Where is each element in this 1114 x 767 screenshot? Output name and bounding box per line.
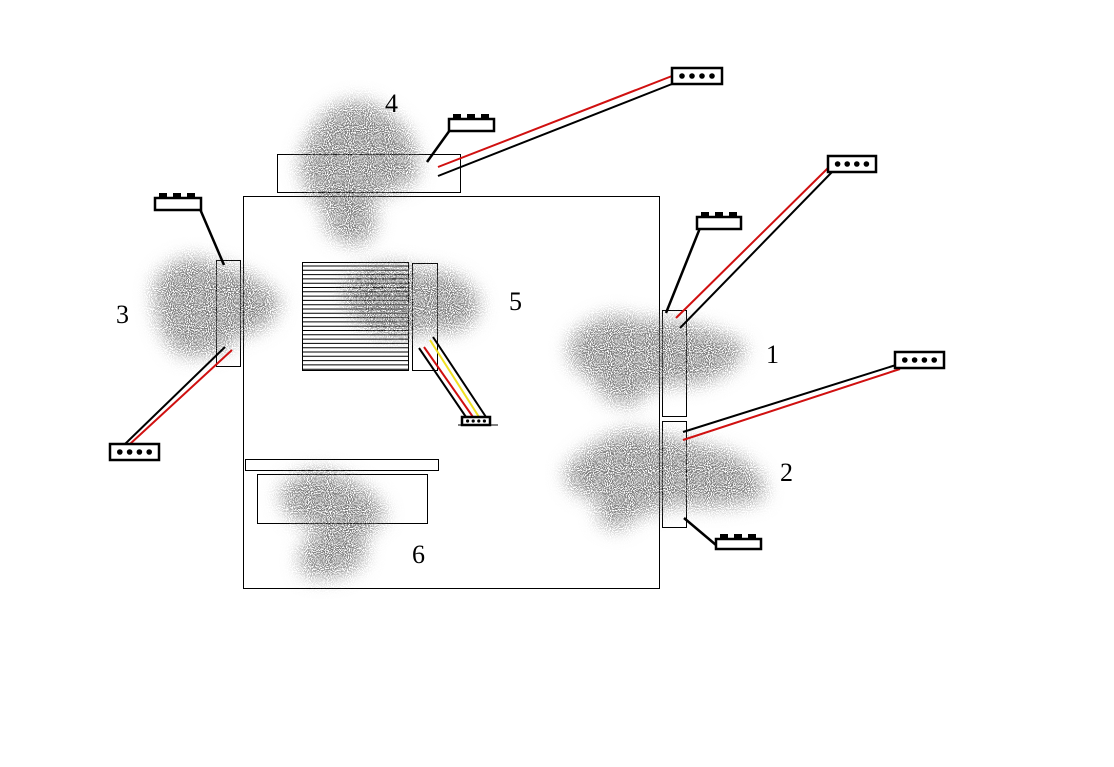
airflow-clouds <box>154 101 765 578</box>
connector-3pin <box>714 534 763 551</box>
connector-4pin <box>108 442 161 462</box>
label-fan-1: 1 <box>766 340 779 369</box>
airflow-fan-1 <box>569 315 745 405</box>
label-fan-3: 3 <box>116 300 129 329</box>
connector-3pin <box>153 193 203 212</box>
label-fan-2: 2 <box>780 458 793 487</box>
label-drive: 6 <box>412 540 425 569</box>
label-fan-4: 4 <box>385 89 398 118</box>
airflow-fan-2 <box>565 430 765 530</box>
connector-3pin <box>695 212 743 231</box>
airflow-fan-3 <box>154 257 280 356</box>
connector-3pin <box>447 114 496 133</box>
connector-4pin <box>826 154 878 174</box>
connector-4pin <box>893 350 946 370</box>
connector-4pin <box>458 415 498 427</box>
wires <box>124 75 901 546</box>
connectors-3pin <box>153 114 763 551</box>
connectors-4pin <box>108 66 946 462</box>
case-outline <box>243 196 660 589</box>
connector-4pin <box>670 66 724 86</box>
airflow-drive <box>280 470 385 578</box>
drive-bar <box>245 459 439 471</box>
label-cpu: 5 <box>509 287 522 316</box>
airflow-cpu <box>344 264 480 338</box>
airflow-fan-4 <box>300 101 418 245</box>
